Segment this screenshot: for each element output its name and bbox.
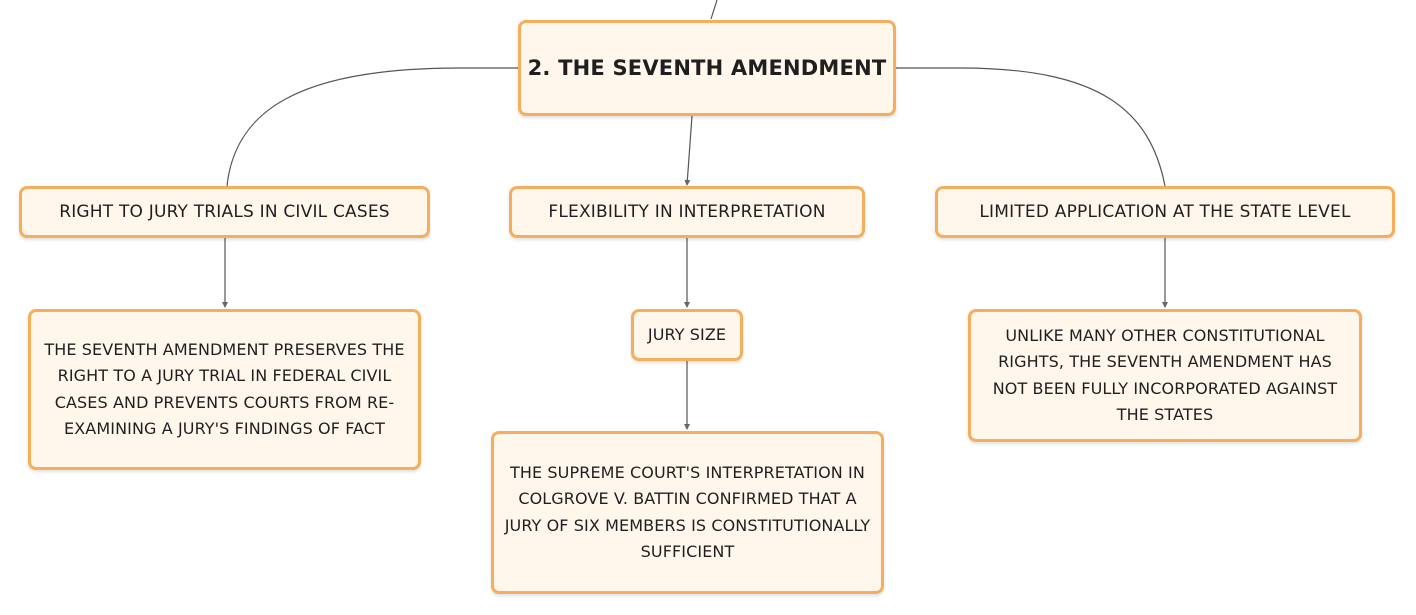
- connector-root-to-branch-right: [896, 67, 1166, 187]
- leaf-node-colgrove-detail[interactable]: The Supreme Court's interpretation in Co…: [491, 431, 884, 594]
- branch-node-state-level[interactable]: Limited application at the state level: [935, 186, 1395, 238]
- leaf-node-jury-trials-detail[interactable]: The Seventh Amendment preserves the righ…: [28, 309, 421, 470]
- leaf-text-state-level-detail: Unlike many other constitutional rights,…: [992, 325, 1338, 425]
- root-topic-label: 2. The Seventh Amendment: [527, 56, 887, 80]
- leaf-node-state-level-detail[interactable]: Unlike many other constitutional rights,…: [968, 309, 1362, 442]
- branch-label-flexibility: Flexibility in interpretation: [548, 202, 826, 222]
- connector-root-to-branch-middle: [684, 115, 693, 186]
- leaf-text-colgrove-detail: The Supreme Court's interpretation in Co…: [504, 462, 871, 562]
- branch-label-state-level: Limited application at the state level: [979, 202, 1351, 222]
- subtopic-node-jury-size[interactable]: Jury size: [631, 309, 743, 361]
- leaf-text-jury-trials-detail: The Seventh Amendment preserves the righ…: [44, 339, 405, 439]
- branch-node-flexibility[interactable]: Flexibility in interpretation: [509, 186, 865, 238]
- root-topic-node[interactable]: 2. The Seventh Amendment: [518, 20, 896, 116]
- connector-parent-to-root: [710, 0, 718, 20]
- branch-label-jury-trials: Right to jury trials in civil cases: [59, 202, 390, 222]
- connector-root-to-branch-left: [226, 67, 518, 187]
- branch-node-jury-trials[interactable]: Right to jury trials in civil cases: [19, 186, 430, 238]
- subtopic-label-jury-size: Jury size: [647, 324, 727, 344]
